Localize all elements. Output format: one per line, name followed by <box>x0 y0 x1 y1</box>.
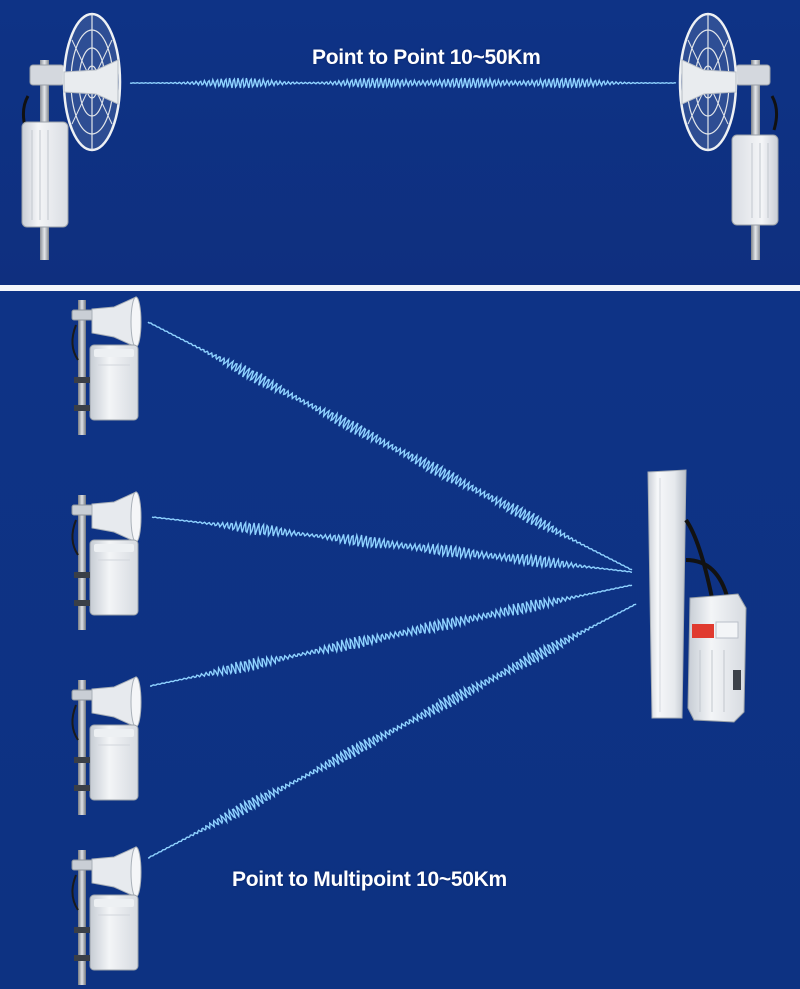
outdoor-radio-box <box>731 134 779 226</box>
point-to-multipoint-panel: Point to Multipoint 10~50Km <box>0 291 800 989</box>
section-divider <box>0 285 800 291</box>
client-2-signal-wave <box>151 516 633 573</box>
point-to-point-title: Point to Point 10~50Km <box>312 46 541 69</box>
cpe-client-4 <box>71 846 142 986</box>
base-station-radio-box <box>687 593 747 723</box>
grid-dish-cpe-right <box>678 12 779 260</box>
cpe-client-3 <box>71 676 142 816</box>
client-4-signal-wave <box>147 603 637 859</box>
background <box>0 0 800 285</box>
outdoor-radio-box <box>21 121 69 228</box>
cpe-client-1 <box>71 296 142 436</box>
status-led-panel <box>692 624 714 638</box>
client-3-signal-wave <box>149 584 633 687</box>
cpe-client-2 <box>71 491 142 631</box>
ptp-signal-wave <box>129 76 677 90</box>
client-1-signal-wave <box>147 321 633 571</box>
feed-horn <box>63 59 119 105</box>
sector-antenna-panel <box>647 469 687 719</box>
point-to-multipoint-title: Point to Multipoint 10~50Km <box>232 868 507 891</box>
sector-antenna-base-station <box>647 469 747 723</box>
point-to-point-panel: Point to Point 10~50Km <box>0 0 800 285</box>
feed-horn <box>681 59 737 105</box>
grid-dish-cpe-left <box>21 12 122 260</box>
